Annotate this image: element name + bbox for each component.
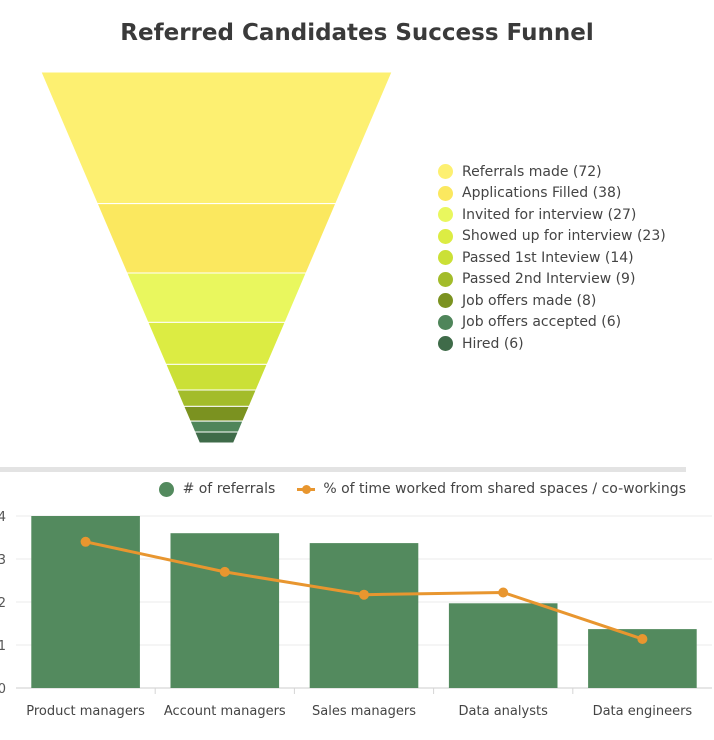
funnel-stage[interactable]: [189, 420, 244, 433]
line-point[interactable]: [359, 589, 369, 600]
y-tick-label: 0: [0, 682, 6, 697]
legend-item[interactable]: Job offers accepted (6): [438, 312, 666, 334]
y-tick-label: 3: [0, 553, 6, 568]
funnel-stage[interactable]: [96, 203, 337, 274]
legend-item[interactable]: Hired (6): [438, 333, 666, 355]
legend-dot-icon: [438, 185, 453, 201]
line-point[interactable]: [637, 634, 648, 644]
legend-label: Invited for interview (27): [462, 206, 637, 223]
funnel-legend: Referrals made (72) Applications Filled (…: [438, 161, 666, 355]
funnel-chart: [40, 71, 393, 444]
x-tick-label: Product managers: [26, 704, 145, 719]
line-point[interactable]: [219, 566, 230, 577]
funnel-stage[interactable]: [193, 431, 240, 444]
legend-dot-icon: [438, 314, 453, 330]
legend-label: Passed 1st Inteview (14): [462, 249, 634, 266]
bar[interactable]: [309, 543, 419, 688]
section-divider: [0, 467, 686, 472]
combo-legend: # of referrals % of time worked from sha…: [137, 481, 686, 497]
bar[interactable]: [448, 603, 558, 688]
legend-dot-icon: [438, 164, 453, 180]
funnel-stage[interactable]: [40, 71, 393, 205]
y-tick-label: 1: [0, 639, 6, 654]
x-tick-label: Data engineers: [593, 704, 693, 719]
legend-dot-icon: [438, 250, 453, 266]
funnel-stage[interactable]: [183, 405, 250, 422]
funnel-stage[interactable]: [126, 272, 307, 323]
legend-item[interactable]: Showed up for interview (23): [438, 226, 666, 248]
y-tick-label: 2: [0, 596, 6, 611]
legend-item[interactable]: Job offers made (8): [438, 290, 666, 312]
legend-label: Referrals made (72): [462, 163, 602, 180]
legend-dot-icon: [438, 207, 453, 223]
funnel-stage[interactable]: [147, 321, 286, 365]
line-point[interactable]: [80, 536, 91, 547]
funnel-stage[interactable]: [176, 389, 257, 407]
legend-dot-icon: [438, 228, 453, 244]
legend-item[interactable]: Applications Filled (38): [438, 183, 666, 205]
legend-label: Passed 2nd Interview (9): [462, 271, 636, 288]
y-tick-label: 4: [0, 510, 6, 525]
legend-label: Job offers made (8): [462, 292, 597, 309]
legend-dot-icon: [438, 271, 453, 287]
legend-circle-icon: [158, 481, 174, 497]
legend-label: Hired (6): [462, 335, 524, 352]
chart-title: Referred Candidates Success Funnel: [120, 20, 594, 46]
legend-label: Applications Filled (38): [462, 185, 622, 202]
legend-item[interactable]: Passed 1st Inteview (14): [438, 247, 666, 269]
legend-dot-icon: [438, 293, 453, 309]
legend-label: % of time worked from shared spaces / co…: [323, 481, 686, 497]
legend-item-referrals[interactable]: # of referrals: [158, 481, 276, 497]
funnel-stage[interactable]: [165, 363, 268, 391]
legend-item[interactable]: Invited for interview (27): [438, 204, 666, 226]
legend-dot-icon: [438, 336, 453, 352]
legend-label: Showed up for interview (23): [462, 228, 666, 245]
legend-item-shared-spaces[interactable]: % of time worked from shared spaces / co…: [297, 481, 686, 497]
line-point[interactable]: [498, 587, 509, 598]
bar[interactable]: [170, 533, 280, 688]
x-tick-label: Sales managers: [312, 704, 416, 719]
legend-item[interactable]: Referrals made (72): [438, 161, 666, 183]
legend-line-icon: [297, 484, 316, 494]
x-tick-label: Account managers: [164, 704, 286, 719]
x-tick-label: Data analysts: [459, 704, 549, 719]
legend-label: Job offers accepted (6): [462, 314, 622, 331]
legend-label: # of referrals: [182, 481, 276, 497]
legend-item[interactable]: Passed 2nd Interview (9): [438, 269, 666, 291]
